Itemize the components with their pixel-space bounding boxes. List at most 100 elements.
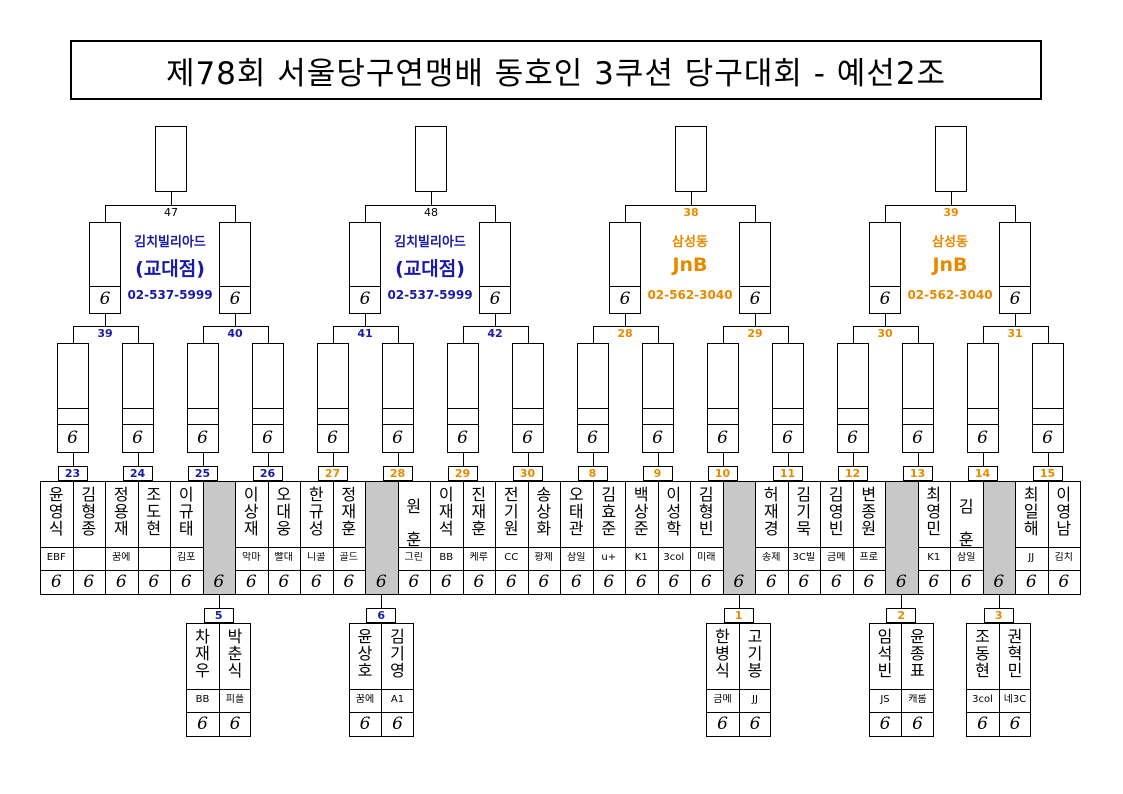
bracket-line [462, 326, 528, 327]
bracket-line [641, 424, 674, 425]
score-mark: 6 [359, 289, 371, 309]
bracket-line [495, 314, 496, 326]
player-name: 송상화 [536, 485, 552, 538]
bracket-line [332, 481, 334, 595]
bracket-line [89, 286, 121, 287]
score-mark: 6 [375, 572, 387, 592]
bracket-line [1031, 408, 1064, 409]
bracket-line [901, 595, 903, 608]
venue-branch: JnB [672, 254, 708, 276]
bracket-line [202, 481, 204, 595]
venue-phone: 02-537-5999 [387, 288, 473, 302]
score-mark: 6 [213, 572, 225, 592]
bracket-line [609, 286, 641, 287]
round2-box [706, 343, 739, 453]
player-club: BB [195, 694, 210, 705]
score-mark: 6 [912, 428, 923, 448]
score-mark: 6 [538, 572, 550, 592]
round2-box [1031, 343, 1064, 453]
player-name: 진재훈 [471, 485, 487, 538]
bracket-line [625, 205, 626, 222]
bracket-line [105, 481, 106, 595]
player-club: JJ [752, 694, 758, 705]
bracket-line [397, 453, 399, 466]
bracket-line [722, 481, 724, 595]
bracket-line [332, 326, 334, 343]
bracket-line [885, 481, 886, 595]
player-club: CC [504, 552, 519, 563]
venue-phone: 02-537-5999 [127, 288, 213, 302]
bracket-line [527, 481, 529, 595]
bracket-line [1015, 481, 1016, 595]
bracket-line [186, 712, 252, 713]
score-mark: 6 [765, 572, 777, 592]
bracket-line [966, 712, 1032, 713]
semi-box [219, 222, 251, 314]
bracket-line [966, 408, 999, 409]
bracket-line [722, 326, 724, 343]
player-club: A1 [390, 694, 405, 705]
score-mark: 6 [83, 572, 95, 592]
bracket-line [625, 481, 626, 595]
venue-phone: 02-562-3040 [907, 288, 993, 302]
player-club: JS [880, 694, 890, 705]
winner-box [675, 126, 707, 192]
bracket-line [495, 205, 496, 222]
score-mark: 6 [782, 428, 793, 448]
match-number: 39 [97, 327, 113, 340]
bracket-line [365, 481, 366, 595]
bracket-line [885, 205, 886, 222]
venue-branch: (교대점) [395, 258, 465, 280]
bracket-line [852, 481, 854, 595]
score-mark: 6 [180, 572, 192, 592]
bracket-line [511, 424, 544, 425]
bracket-line [657, 453, 659, 466]
player-name: 정용재 [113, 485, 129, 538]
bye-slot [366, 482, 398, 594]
score-mark: 6 [993, 572, 1005, 592]
bracket-line [397, 481, 399, 595]
player-name: 권혁민 [1007, 627, 1023, 680]
round2-box [836, 343, 869, 453]
winner-box [155, 126, 187, 192]
bracket-line [625, 205, 755, 206]
player-name: 이규태 [178, 485, 194, 538]
bracket-line [592, 326, 594, 343]
match-number-badge: 9 [642, 466, 673, 481]
bracket-line [641, 408, 674, 409]
match-number-badge: 10 [707, 466, 738, 481]
bracket-line [218, 623, 220, 737]
player-name: 최일해 [1023, 485, 1039, 538]
player-club: K1 [927, 552, 941, 563]
bracket-line [982, 481, 984, 595]
round2-box [901, 343, 934, 453]
player-club: 미래 [697, 552, 716, 563]
player-club: 황제 [534, 552, 553, 563]
match-number-badge: 1 [723, 608, 754, 623]
player-club: 금메 [827, 552, 846, 563]
match-number-badge: 30 [512, 466, 543, 481]
player-club: 금메 [713, 694, 732, 705]
bracket-line [381, 424, 414, 425]
player-club: 김치 [1054, 552, 1073, 563]
player-name: 한병식 [715, 627, 730, 680]
bracket-line [917, 453, 919, 466]
player-name: 고기봉 [747, 627, 763, 680]
score-mark: 6 [1009, 714, 1021, 734]
score-mark: 6 [912, 714, 923, 734]
bracket-line [1015, 205, 1016, 222]
bracket-line [951, 192, 952, 205]
player-name: 전기원 [503, 485, 519, 538]
bracket-line [462, 481, 464, 595]
venue-name: 삼성동 [672, 235, 708, 250]
venue-name: 김치빌리아드 [134, 235, 206, 250]
bracket-line [72, 481, 74, 595]
bracket-line [836, 424, 869, 425]
score-mark: 6 [522, 428, 533, 448]
player-name: 백상준 [633, 485, 649, 538]
score-mark: 6 [148, 572, 160, 592]
bracket-line [202, 326, 268, 327]
bracket-line [511, 408, 544, 409]
bye-slot [203, 482, 235, 594]
bracket-line [836, 408, 869, 409]
